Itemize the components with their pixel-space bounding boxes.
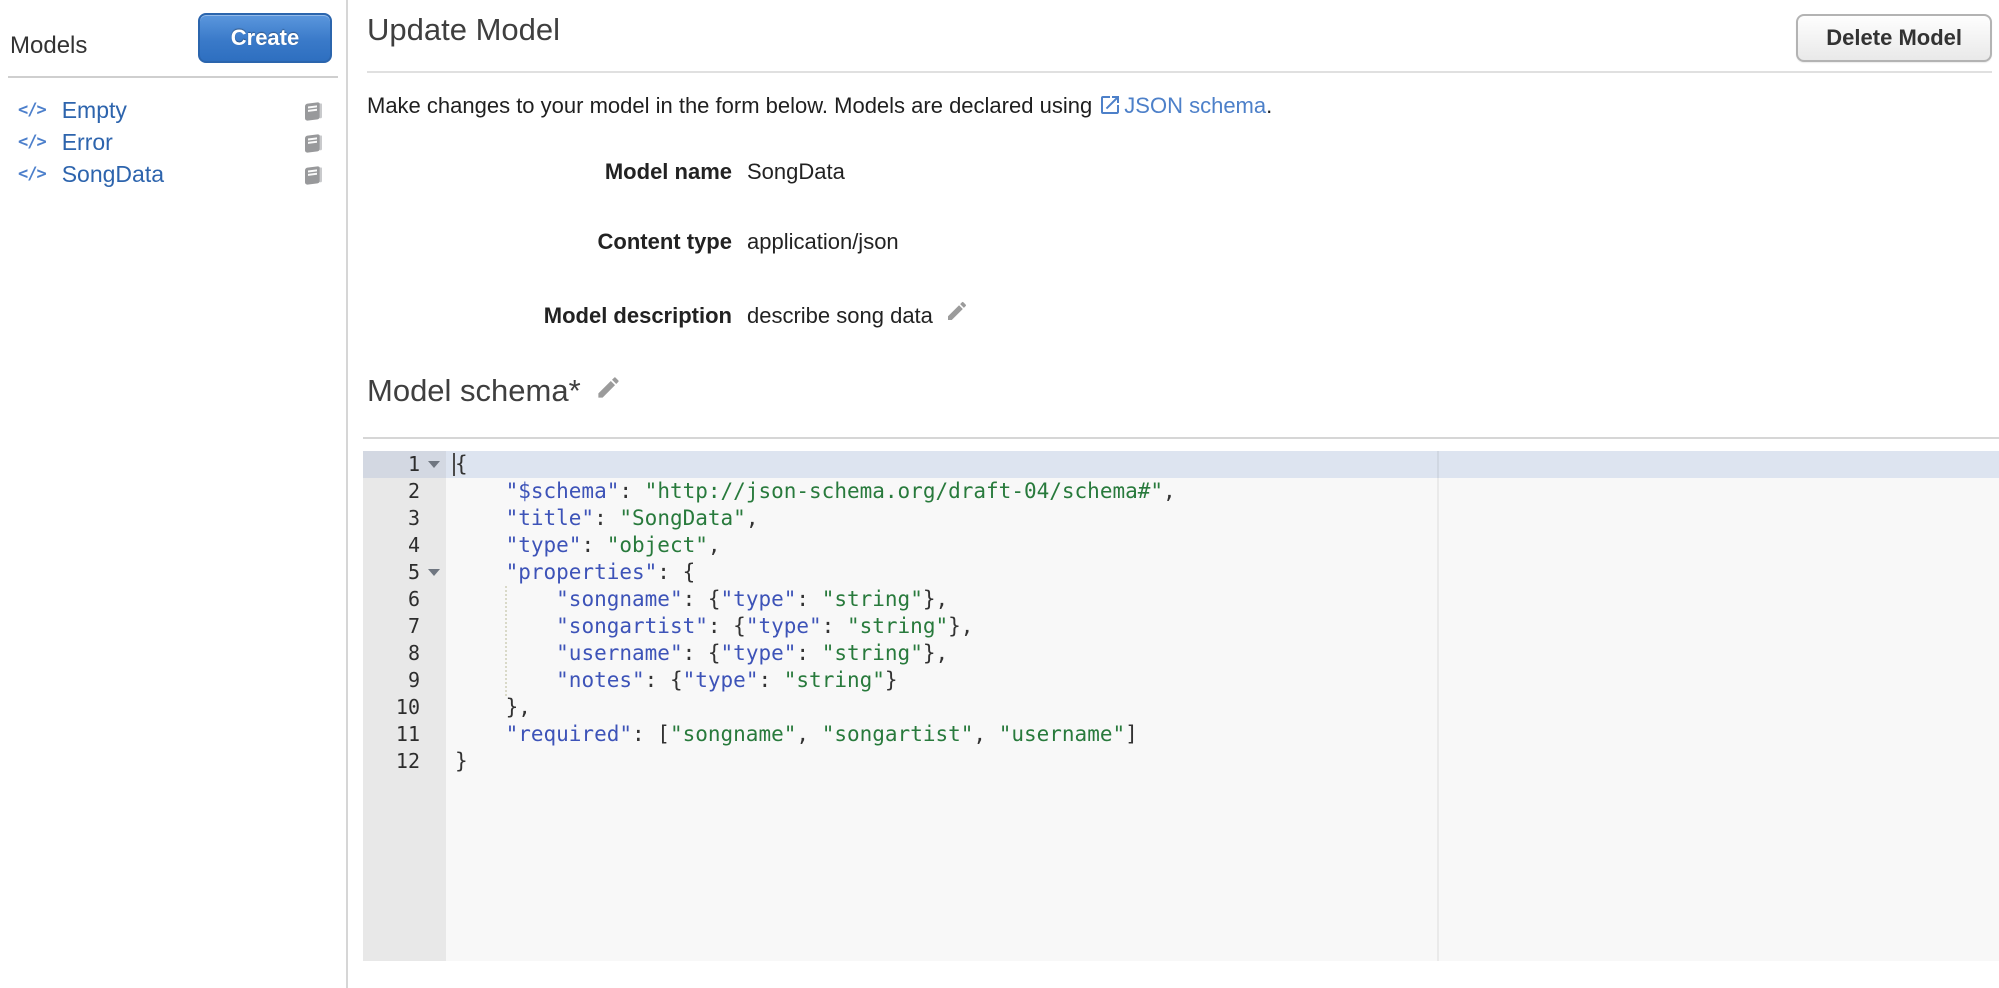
page-title: Update Model [367, 12, 561, 47]
sidebar-title: Models [10, 32, 88, 59]
intro-text-before: Make changes to your model in the form b… [367, 93, 1099, 118]
code-line[interactable]: "notes": {"type": "string"} [556, 668, 898, 692]
code-brackets-icon: </> [18, 100, 47, 120]
code-line[interactable]: }, [455, 695, 531, 719]
gutter-line-number[interactable]: 8 [407, 641, 420, 665]
gutter-line-number[interactable]: 10 [395, 695, 420, 719]
code-line[interactable]: "required": ["songname", "songartist", "… [505, 722, 1138, 746]
form-row-content-type: Content type application/json [367, 229, 1992, 255]
model-link[interactable]: Empty [61, 96, 127, 123]
code-line[interactable]: "songartist": {"type": "string"}, [556, 614, 974, 638]
model-name-value: SongData [747, 159, 845, 184]
active-line-highlight [446, 451, 1999, 478]
code-brackets-icon: </> [18, 132, 47, 152]
code-line[interactable]: "songname": {"type": "string"}, [556, 587, 949, 611]
sidebar-divider [8, 76, 338, 78]
intro-text: Make changes to your model in the form b… [367, 93, 1992, 119]
form-row-model-description: Model description describe song data [367, 299, 1992, 329]
text-cursor [453, 453, 455, 476]
external-link-icon [1101, 96, 1120, 114]
book-icon[interactable] [304, 131, 325, 154]
editor-code-area[interactable]: { "$schema": "http://json-schema.org/dra… [446, 451, 1999, 961]
gutter-line-number[interactable]: 1 [363, 451, 446, 478]
model-description-label: Model description [543, 303, 732, 328]
fold-caret-icon[interactable] [428, 569, 440, 576]
content-type-value: application/json [747, 229, 899, 254]
editor-top-divider [363, 437, 1999, 439]
models-sidebar: Models Create </> Empty </> Err [0, 0, 348, 988]
form-row-model-name: Model name SongData [367, 159, 1992, 185]
gutter-line-number[interactable]: 6 [407, 587, 420, 611]
code-line[interactable]: "$schema": "http://json-schema.org/draft… [505, 479, 1176, 503]
intro-text-after: . [1266, 93, 1273, 118]
book-icon[interactable] [304, 163, 325, 186]
json-schema-link[interactable]: JSON schema [1098, 93, 1266, 118]
create-model-button[interactable]: Create [198, 13, 332, 63]
edit-description-pencil-icon[interactable] [945, 299, 969, 328]
gutter-line-number[interactable]: 11 [395, 722, 420, 746]
main-header: Update Model Delete Model [367, 0, 1992, 71]
code-line[interactable]: "title": "SongData", [505, 506, 759, 530]
model-link[interactable]: SongData [61, 160, 165, 187]
code-brackets-icon: </> [18, 164, 47, 184]
model-description-value: describe song data [747, 303, 933, 328]
model-form: Model name SongData Content type applica… [367, 159, 1992, 329]
gutter-line-number[interactable]: 2 [407, 479, 420, 503]
json-schema-link-label: JSON schema [1124, 93, 1267, 118]
content-type-label: Content type [597, 229, 732, 254]
model-list: </> Empty </> Error [0, 94, 346, 190]
code-line[interactable]: "properties": { [505, 560, 696, 584]
model-link[interactable]: Error [61, 128, 113, 155]
indent-guide-line [505, 586, 507, 696]
gutter-line-number[interactable]: 12 [395, 749, 420, 773]
fold-caret-icon[interactable] [428, 461, 440, 468]
model-list-item[interactable]: </> SongData [18, 158, 325, 190]
code-line[interactable]: "username": {"type": "string"}, [556, 641, 949, 665]
sidebar-header: Models Create [0, 0, 346, 76]
edit-schema-pencil-icon[interactable] [595, 373, 622, 409]
code-line[interactable]: } [455, 749, 468, 773]
code-line[interactable]: "type": "object", [505, 533, 721, 557]
gutter-line-number[interactable]: 4 [407, 533, 420, 557]
gutter-line-number[interactable]: 9 [407, 668, 420, 692]
gutter-line-number[interactable]: 5 [363, 559, 446, 586]
gutter-line-number[interactable]: 3 [407, 506, 420, 530]
book-icon[interactable] [304, 99, 325, 122]
gutter-line-number[interactable]: 7 [407, 614, 420, 638]
model-list-item[interactable]: </> Empty [18, 94, 325, 126]
model-list-item[interactable]: </> Error [18, 126, 325, 158]
schema-section-title: Model schema* [367, 373, 581, 408]
delete-model-button[interactable]: Delete Model [1796, 14, 1992, 62]
header-divider [367, 71, 1992, 73]
code-line[interactable]: { [455, 452, 468, 476]
model-name-label: Model name [604, 159, 732, 184]
schema-section-heading: Model schema* [367, 373, 1992, 409]
main-panel: Update Model Delete Model Make changes t… [350, 0, 1999, 988]
print-margin-line [1437, 451, 1439, 961]
